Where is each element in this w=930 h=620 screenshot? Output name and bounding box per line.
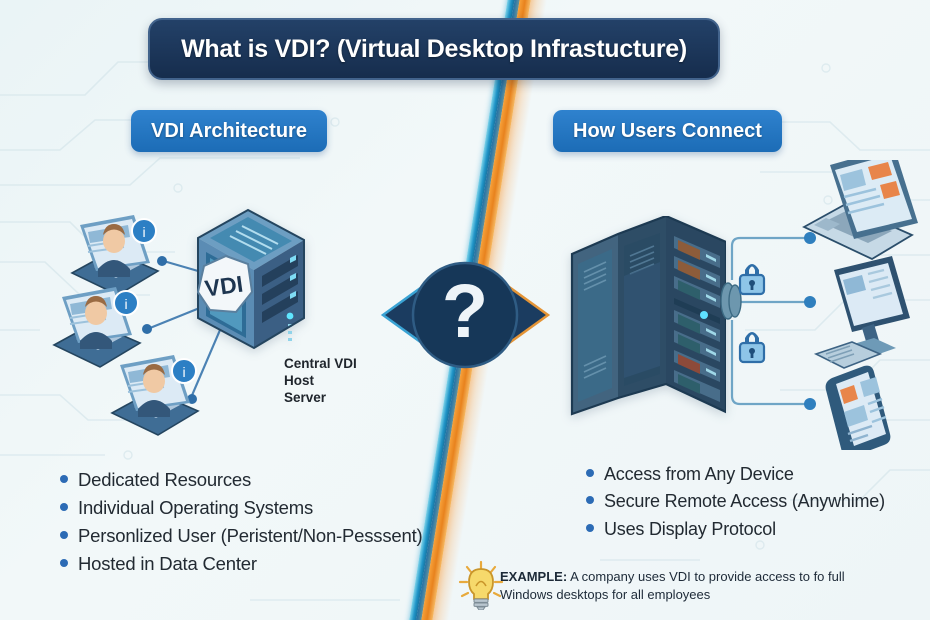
svg-text:i: i xyxy=(142,224,145,240)
svg-text:VDI: VDI xyxy=(203,271,245,302)
example-note: EXAMPLE: A company uses VDI to provide a… xyxy=(500,568,900,603)
list-item-label: Dedicated Resources xyxy=(78,469,252,490)
user-laptop-icon: i xyxy=(110,355,200,436)
right-bullet-list: Access from Any Device Secure Remote Acc… xyxy=(586,464,906,547)
question-mark-icon: ? xyxy=(380,261,551,369)
svg-text:?: ? xyxy=(442,269,488,354)
svg-text:i: i xyxy=(124,296,127,312)
list-item-label: Secure Remote Access (Anywhime) xyxy=(604,491,885,512)
list-item-label: Access from Any Device xyxy=(604,464,794,484)
laptop-icon xyxy=(802,160,918,261)
smartphone-icon xyxy=(825,365,891,450)
server-tower-icon: VDI xyxy=(196,208,305,350)
list-item: Secure Remote Access (Anywhime) xyxy=(586,491,906,512)
list-item-label: Uses Display Protocol xyxy=(604,518,776,539)
bullet-dot-icon xyxy=(60,530,68,539)
desktop-monitor-icon xyxy=(813,256,910,369)
central-server-label: Central VDI Host Server xyxy=(284,356,357,405)
section-heading-right-text: How Users Connect xyxy=(573,119,762,142)
list-item: Personlized User (Peristent/Non-Pesssent… xyxy=(60,524,440,546)
bullet-dot-icon xyxy=(586,496,594,505)
list-item: Uses Display Protocol xyxy=(586,518,906,539)
padlock-icon xyxy=(738,264,766,296)
list-item-label: Hosted in Data Center xyxy=(78,552,257,574)
example-label: EXAMPLE: xyxy=(500,569,568,584)
bullet-dot-icon xyxy=(60,502,68,511)
list-item-label: Personlized User (Peristent/Non-Pesssent… xyxy=(78,524,423,546)
page-title-text: What is VDI? (Virtual Desktop Infrastuct… xyxy=(181,34,687,63)
left-bullet-list: Dedicated Resources Individual Operating… xyxy=(60,470,440,582)
right-connection-illustration xyxy=(720,160,918,450)
section-heading-how-users-connect: How Users Connect xyxy=(553,110,782,152)
bullet-dot-icon xyxy=(60,475,68,483)
list-item: Individual Operating Systems xyxy=(60,496,440,518)
page-title: What is VDI? (Virtual Desktop Infrastuct… xyxy=(148,18,720,80)
user-laptop-icon: i xyxy=(52,287,142,368)
section-heading-left-text: VDI Architecture xyxy=(151,119,307,142)
list-item: Hosted in Data Center xyxy=(60,552,440,574)
bullet-dot-icon xyxy=(586,469,594,477)
list-item: Dedicated Resources xyxy=(60,470,440,490)
vdi-badge: VDI xyxy=(196,254,254,314)
lightbulb-icon xyxy=(458,560,504,610)
padlock-icon xyxy=(738,332,766,364)
server-rack-icon xyxy=(570,216,726,416)
list-item-label: Individual Operating Systems xyxy=(78,496,314,518)
svg-text:i: i xyxy=(182,364,185,380)
section-heading-vdi-architecture: VDI Architecture xyxy=(131,110,327,152)
list-item: Access from Any Device xyxy=(586,464,906,484)
bullet-dot-icon xyxy=(586,523,594,532)
user-laptop-icon: i xyxy=(70,215,160,296)
bullet-dot-icon xyxy=(60,558,68,567)
